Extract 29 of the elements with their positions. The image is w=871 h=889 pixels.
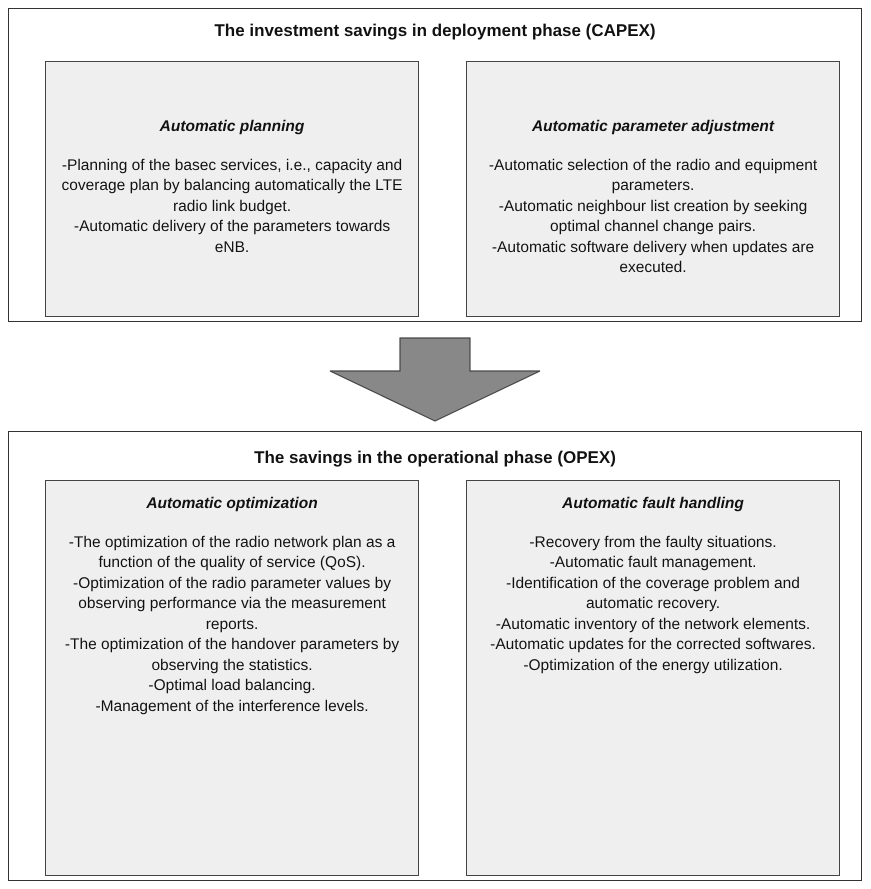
feature-item: -Planning of the basec services, i.e., capacity and coverage plan by balancing automatically the LTE radio link budget. [60, 156, 404, 217]
feature-item: -Recovery from the faulty situations. [529, 533, 777, 553]
feature-box [466, 480, 840, 876]
feature-item: -The optimization of the radio network plan as a function of the quality of service (QoS). [68, 533, 396, 574]
feature-heading: Automatic parameter adjustment [532, 118, 774, 136]
feature-item: -Optimal load balancing. [148, 676, 316, 696]
feature-heading: Automatic planning [160, 118, 304, 136]
feature-item: -Automatic fault management. [550, 553, 756, 574]
feature-item: -Automatic delivery of the parameters towards eNB. [72, 217, 392, 258]
feature-item: -Optimization of the radio parameter values by observing performance via the measurement reports. [72, 574, 392, 635]
feature-item: -Automatic software delivery when updates are executed. [490, 238, 816, 278]
feature-item: -Automatic inventory of the network elements. [496, 614, 810, 635]
feature-box [45, 480, 419, 876]
feature-item: -Automatic selection of the radio and equipment parameters. [488, 156, 818, 196]
feature-box [466, 61, 840, 317]
block-arrow [329, 337, 541, 422]
feature-item: -Automatic updates for the corrected softwares. [490, 635, 816, 656]
feature-heading: Automatic optimization [146, 495, 318, 513]
feature-item: -Management of the interference levels. [95, 696, 369, 717]
feature-item: -Optimization of the energy utilization. [523, 656, 783, 676]
group-box [8, 8, 862, 322]
feature-item: -Automatic neighbour list creation by seeking optimal channel change pairs. [498, 196, 808, 238]
group-title: The investment savings in deployment phase (CAPEX) [213, 21, 657, 41]
group-title: The savings in the operational phase (OPEX) [253, 448, 617, 468]
feature-item: -Identification of the coverage problem and automatic recovery. [505, 574, 801, 614]
feature-box [45, 61, 419, 317]
group-box [8, 431, 862, 881]
feature-item: -The optimization of the handover parameters by observing the statistics. [64, 635, 400, 676]
feature-heading: Automatic fault handling [562, 495, 744, 513]
